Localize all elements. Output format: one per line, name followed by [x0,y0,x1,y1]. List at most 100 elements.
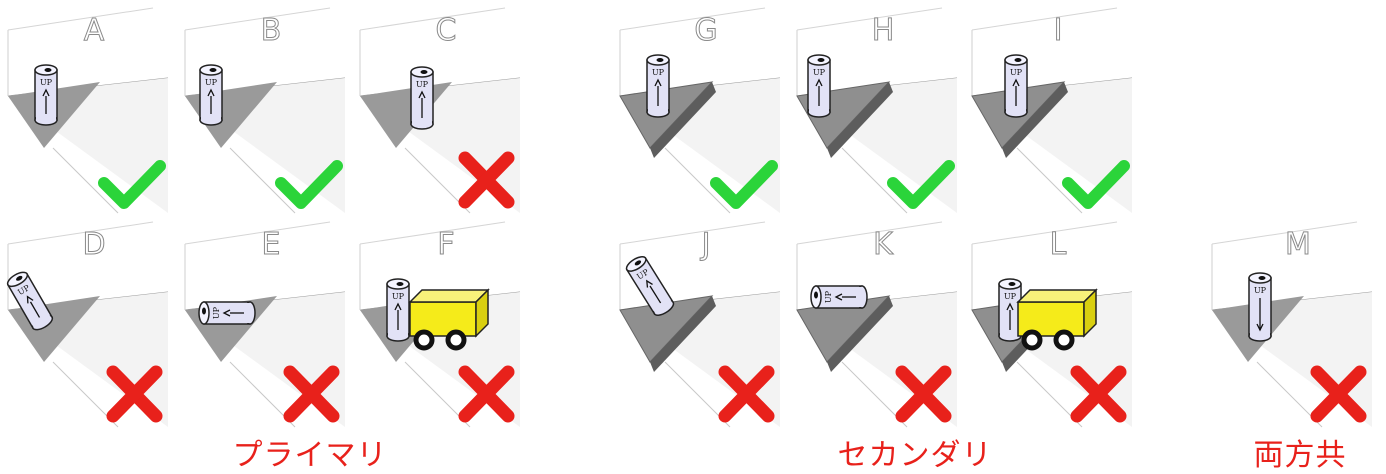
ledge-side [650,82,716,158]
cylinder-hole-icon [656,58,664,62]
arrow-up-icon [1012,78,1020,87]
cylinder-package: UP [386,278,410,342]
cylinder-hole-icon [396,282,404,286]
up-label: UP [1004,292,1017,301]
cross-mark-icon [895,365,952,423]
cart-wheel-icon [1021,329,1043,351]
cylinder-hole-icon [634,260,642,266]
cart-wheel-icon [445,329,467,351]
scene-letter-l: L [1050,227,1067,262]
scene-panel-g: GUP [619,7,781,214]
check-mark-icon [275,160,343,209]
scene-letter-j: J [700,227,711,262]
cart-wheel-icon [1053,329,1075,351]
ledge-side [827,296,893,372]
up-label: UP [416,80,429,89]
scene-letter-k: K [873,227,894,262]
arrow-up-icon [834,293,843,301]
ledge-side [650,296,716,372]
scene-panel-b: B UP [184,7,346,214]
up-label: UP [212,306,221,319]
scene-letter-f: F [437,227,454,262]
scene-panel-j: J UP [619,221,781,428]
check-mark-icon [710,160,778,209]
scene-letter-a: A [84,13,105,48]
scene-panel-a: A UP [7,7,169,214]
cylinder-hole-icon [420,70,428,74]
cross-mark-icon [1310,365,1367,423]
cylinder-hole-icon [814,291,818,299]
cross-mark-icon [1070,365,1127,423]
scene-panel-f: F UP [359,221,521,428]
cross-mark-icon [283,365,340,423]
scene-letter-b: B [261,13,282,48]
scene-panel-i: I UP [971,7,1133,214]
ledge-side [1002,82,1068,158]
arrow-up-icon [815,78,823,87]
arrow-up-icon [654,78,662,87]
cylinder-package: UP [198,301,256,325]
cylinder-package: UP [1004,54,1028,118]
check-mark-icon [1062,160,1130,209]
scene-letter-i: I [1054,13,1063,48]
arrow-up-icon [26,295,34,304]
arrow-up-icon [207,88,215,97]
cylinder-package: UP [625,255,675,317]
ledge-side [827,82,893,158]
up-label: UP [1254,286,1267,295]
scene-letter-c: C [436,13,457,48]
cylinder-hole-icon [16,275,23,281]
up-label: UP [1010,68,1023,77]
caption-primary: プライマリ [232,438,388,473]
cylinder-hole-icon [202,307,206,315]
scene-panel-d: D UP [6,221,169,428]
cylinder-package: UP [810,285,868,309]
up-label: UP [205,78,218,87]
scene-panel-c: C UP [359,7,521,214]
up-label: UP [652,68,665,77]
cylinder-package: UP [34,64,58,126]
cylinder-hole-icon [209,68,217,72]
cross-mark-icon [458,151,515,209]
scene-letter-h: H [872,13,895,48]
cylinder-hole-icon [44,68,52,72]
arrow-up-icon [418,90,426,99]
arrow-up-icon [42,88,50,97]
cylinder-package: UP [1248,272,1272,342]
cylinder-package: UP [199,64,223,126]
cross-mark-icon [106,365,163,423]
arrow-up-icon [646,279,653,288]
scene-letter-e: E [262,227,281,262]
up-label: UP [824,290,833,303]
scene-letter-d: D [82,227,105,262]
cylinder-hole-icon [1258,276,1266,280]
cart-wheel-icon [413,329,435,351]
caption-both: 両方共 [1253,438,1347,473]
cylinder-package: UP [410,66,434,130]
cylinder-package: UP [807,54,831,118]
arrow-up-icon [1006,302,1014,311]
cart [408,288,490,351]
arrow-up-icon [222,309,231,317]
scene-panel-m: M UP [1211,221,1373,428]
scene-panel-e: E UP [184,221,346,428]
check-mark-icon [887,160,955,209]
cross-mark-icon [718,365,775,423]
cross-mark-icon [458,365,515,423]
up-label: UP [392,292,405,301]
cart [1016,288,1098,351]
cylinder-package: UP [6,271,54,331]
cylinder-package: UP [646,54,670,118]
arrow-up-icon [394,302,402,311]
scene-panel-l: L UP [971,221,1133,428]
scene-panel-k: K UP [796,221,958,428]
cylinder-hole-icon [1008,282,1016,286]
arrow-down-icon [1256,323,1264,332]
cylinder-hole-icon [1014,58,1022,62]
up-label: UP [40,78,53,87]
check-mark-icon [98,160,166,209]
up-label: UP [813,68,826,77]
scene-panel-h: H UP [796,7,958,214]
cylinder-hole-icon [817,58,825,62]
scene-letter-m: M [1285,227,1311,262]
